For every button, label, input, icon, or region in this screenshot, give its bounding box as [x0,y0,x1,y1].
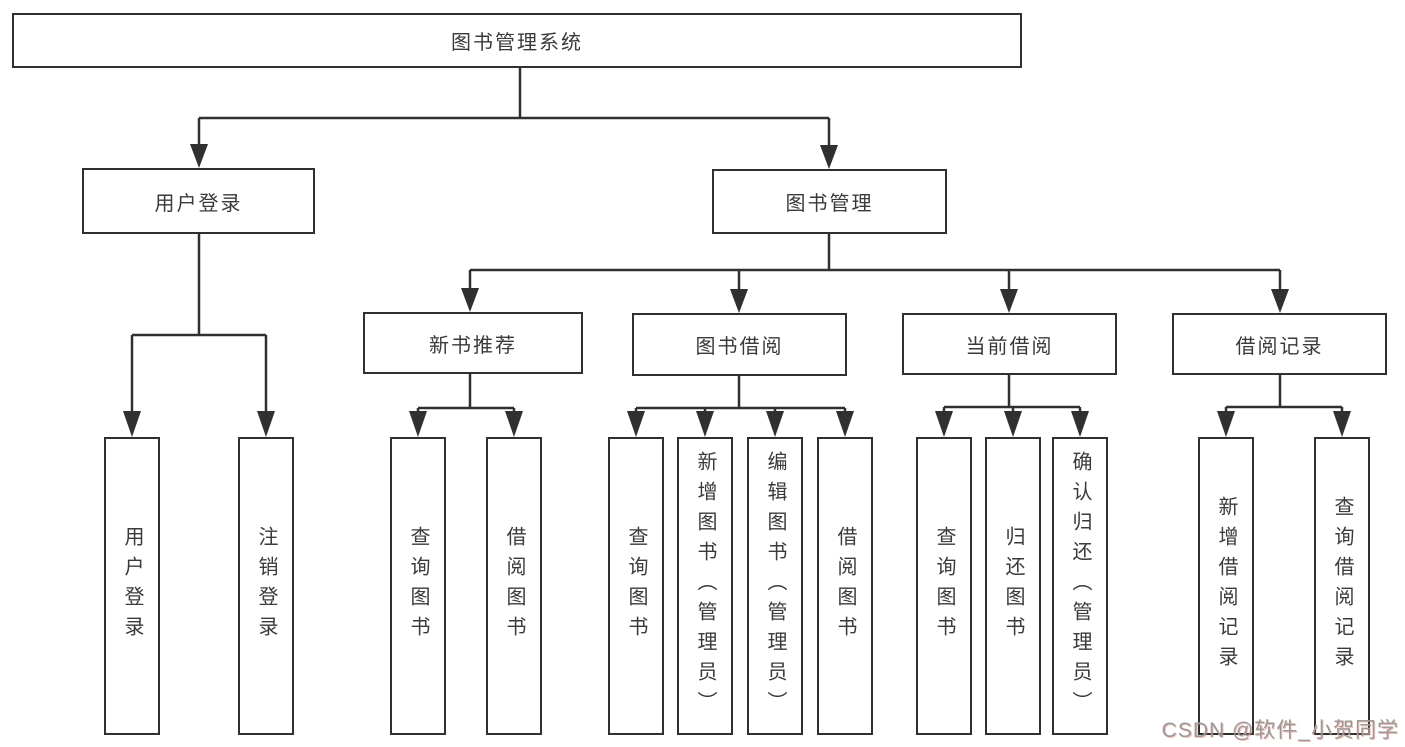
leaf-query-books-borrow: 查询图书 [608,437,664,735]
leaf-add-books-admin-label: 新增图书（管理员） [694,451,716,721]
node-user-login-label: 用户登录 [154,192,243,215]
leaf-confirm-return-admin: 确认归还（管理员） [1052,437,1108,735]
leaf-add-borrow-record: 新增借阅记录 [1198,437,1254,735]
node-new-book-recommend: 新书推荐 [363,312,583,374]
leaf-logout: 注销登录 [238,437,294,735]
leaf-return-books-label: 归还图书 [1002,526,1024,646]
leaf-logout-label: 注销登录 [255,526,277,646]
leaf-edit-books-admin-label: 编辑图书（管理员） [764,451,786,721]
leaf-user-login: 用户登录 [104,437,160,735]
leaf-borrow-books-label: 借阅图书 [834,526,856,646]
node-root-system: 图书管理系统 [12,13,1022,68]
leaf-query-borrow-record-label: 查询借阅记录 [1331,496,1353,676]
leaf-borrow-books: 借阅图书 [817,437,873,735]
leaf-query-books-recommend: 查询图书 [390,437,446,735]
node-borrow-record-label: 借阅记录 [1235,335,1324,358]
leaf-query-books-current-label: 查询图书 [933,526,955,646]
leaf-confirm-return-admin-label: 确认归还（管理员） [1069,451,1091,721]
csdn-watermark: CSDN @软件_小贺同学 [1161,719,1399,742]
leaf-return-books: 归还图书 [985,437,1041,735]
leaf-query-books-borrow-label: 查询图书 [625,526,647,646]
node-new-book-recommend-label: 新书推荐 [429,334,517,357]
leaf-add-borrow-record-label: 新增借阅记录 [1215,496,1237,676]
leaf-query-borrow-record: 查询借阅记录 [1314,437,1370,735]
leaf-borrow-books-recommend-label: 借阅图书 [503,526,525,646]
node-root-label: 图书管理系统 [451,32,583,54]
leaf-add-books-admin: 新增图书（管理员） [677,437,733,735]
leaf-query-books-current: 查询图书 [916,437,972,735]
node-current-borrow: 当前借阅 [902,313,1117,375]
node-book-borrow: 图书借阅 [632,313,847,376]
leaf-user-login-label: 用户登录 [121,526,143,646]
leaf-edit-books-admin: 编辑图书（管理员） [747,437,803,735]
node-book-management-label: 图书管理 [785,193,874,215]
node-book-borrow-label: 图书借阅 [695,336,784,358]
node-book-management: 图书管理 [712,169,947,234]
node-borrow-record: 借阅记录 [1172,313,1387,375]
leaf-borrow-books-recommend: 借阅图书 [486,437,542,735]
node-current-borrow-label: 当前借阅 [965,335,1054,358]
node-user-login: 用户登录 [82,168,315,234]
leaf-query-books-recommend-label: 查询图书 [407,526,429,646]
